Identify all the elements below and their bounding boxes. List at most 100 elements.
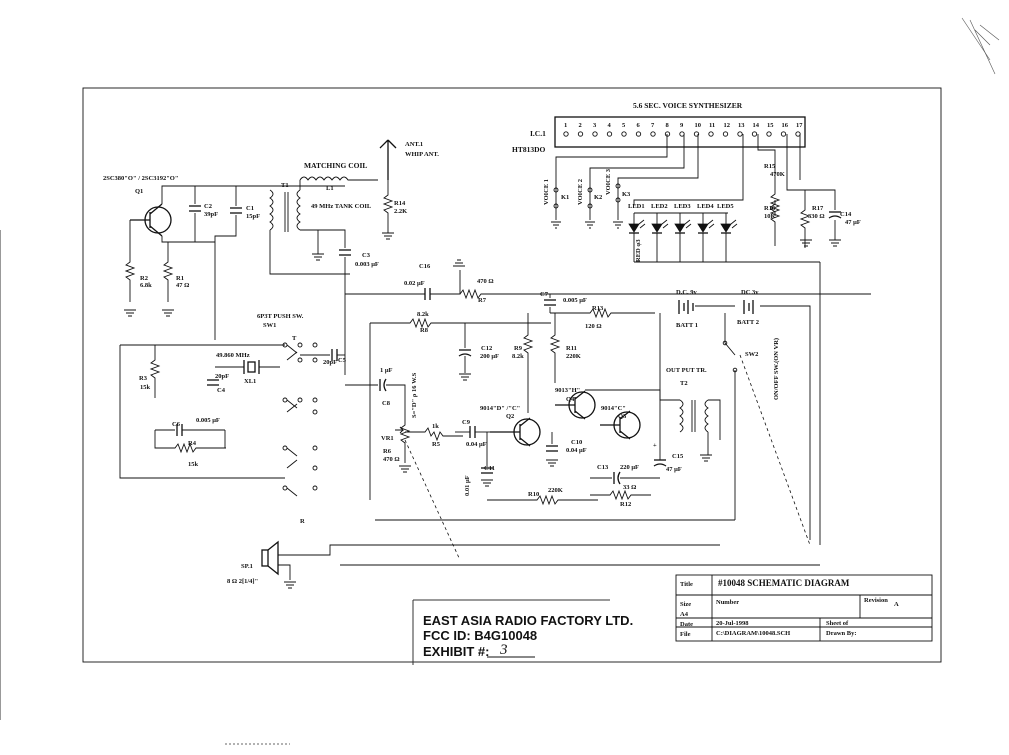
- led4-label: LED4: [697, 203, 714, 210]
- voice-keys: VOICE 1 K1 VOICE 2 K2 VOICE 3 K3: [543, 168, 631, 229]
- ic-pin-number: 14: [753, 122, 760, 129]
- ic-pin-number: 11: [709, 122, 715, 129]
- c4-label: C4: [217, 387, 226, 394]
- r10-label: R10: [528, 491, 539, 498]
- ic-pin: [722, 131, 729, 137]
- r9-value: 8.2k: [512, 353, 524, 360]
- ic-pin: [621, 131, 627, 137]
- batt1-ref: BATT 1: [676, 322, 698, 329]
- switch-lever: [286, 459, 298, 469]
- c2-value: 39pF: [204, 211, 218, 218]
- stamp-exhibit-number: 3: [499, 642, 508, 658]
- ic-pin: [577, 131, 584, 137]
- ic-pin-number: 15: [767, 122, 774, 129]
- r6-value: 470 Ω: [383, 456, 400, 463]
- key-k1-label: K1: [561, 194, 569, 201]
- tb-title-label: Title: [680, 581, 693, 588]
- gang-line-vr1: [404, 439, 461, 561]
- q2-type-label: 9014"D" /"C": [480, 405, 520, 412]
- tb-date: 20-Jul-1998: [716, 620, 749, 627]
- stamp-exhibit: EXHIBIT #:: [423, 644, 489, 659]
- tb-date-label: Date: [680, 621, 693, 628]
- ic-body: [554, 116, 806, 148]
- r7-label: R7: [478, 297, 487, 304]
- ic-pin: [592, 131, 598, 137]
- key-voice3-label: VOICE 3: [605, 168, 612, 195]
- c5-label: C5: [338, 357, 347, 364]
- onoff-label: ON/OFF SW.(ON VR): [773, 338, 780, 400]
- tb-title: #10048 SCHEMATIC DIAGRAM: [718, 578, 850, 588]
- ant-label: ANT.1: [405, 141, 423, 148]
- r10-value: 220K: [548, 487, 563, 494]
- r8-label: R8: [420, 327, 429, 334]
- vr1-label: VR1: [381, 435, 394, 442]
- tb-file-label: File: [680, 631, 691, 638]
- c1-value: 15pF: [246, 213, 260, 220]
- switch-lever: [286, 344, 298, 354]
- ic-pin: [751, 131, 758, 137]
- c3-value: 0.003 μF: [355, 261, 379, 268]
- r15-label: R15: [764, 163, 776, 170]
- switch-contact: [312, 465, 318, 471]
- q4-type-label: 9013"H": [555, 387, 580, 394]
- switch-contact: [312, 357, 318, 363]
- led-symbol: [628, 213, 646, 262]
- sp1-label: SP.1: [241, 563, 253, 570]
- switch-contact: [282, 485, 288, 491]
- audio-amplifier: 8.2k R8 C12 200 μF C7 0.005 μF R13 120 Ω…: [345, 291, 721, 508]
- switch-contact: [282, 445, 288, 451]
- speaker-symbol: [261, 549, 269, 567]
- ic-pin: [737, 131, 743, 137]
- r9-label: R9: [514, 345, 523, 352]
- led-bank: LED1 LED2 LED3 LED4 LED5 RED φ3: [628, 203, 820, 263]
- r13-label: R13: [592, 305, 604, 312]
- c15-value: 47 μF: [666, 466, 682, 473]
- ic-pin-number: 7: [651, 122, 655, 129]
- ic-pin: [664, 131, 671, 137]
- c13-label: C13: [597, 464, 609, 471]
- r12-label: R12: [620, 501, 631, 508]
- ic-support-parts: R15 470K R16 10K R17 330 Ω C14 47 μF: [764, 163, 861, 545]
- c8-value: 1 μF: [380, 367, 393, 374]
- r12-value: 33 Ω: [623, 484, 636, 491]
- ic-pin-number: 13: [738, 122, 745, 129]
- ic-pin-number: 17: [796, 122, 803, 129]
- tb-drawn-label: Drawn By:: [826, 630, 857, 637]
- batt1-label: D.C. 9v: [676, 289, 698, 296]
- xl1-label: XL1: [244, 378, 256, 385]
- ic-pin: [708, 131, 714, 137]
- ic-pin-number: 3: [593, 122, 597, 129]
- l1-label: L1: [326, 185, 334, 192]
- tank-coil-label: 49 MHz TANK COIL: [311, 203, 372, 210]
- c10-label: C10: [571, 439, 582, 446]
- r8-value: 8.2k: [417, 311, 429, 318]
- xtal-symbol: [247, 361, 256, 373]
- ic-pin: [795, 131, 801, 137]
- led-symbol: [697, 213, 715, 262]
- power-feed: C16 0.02 μF 470 Ω R7: [345, 259, 871, 304]
- tb-size-label: Size: [680, 601, 691, 608]
- r11-value: 220K: [566, 353, 581, 360]
- switch-lever: [286, 399, 298, 409]
- led-symbol: [720, 213, 738, 262]
- ic-pin: [650, 131, 656, 137]
- c16-label: C16: [419, 263, 431, 270]
- ic-pin-number: 6: [637, 122, 641, 129]
- switch-contact: [282, 397, 288, 403]
- ic-pin: [563, 131, 569, 137]
- switch-contact: [312, 409, 318, 415]
- led-symbol: [674, 213, 692, 262]
- ic-pin-number: 1: [564, 122, 567, 129]
- gang-line-sw2: [739, 354, 811, 546]
- switch-contact: [312, 445, 318, 451]
- c14-value: 47 μF: [845, 219, 861, 226]
- switch-contact: [312, 397, 318, 403]
- sw2-label: SW2: [745, 351, 758, 358]
- q2-label: Q2: [506, 413, 514, 420]
- sw1-t-label: T: [292, 335, 297, 342]
- c9-value: 0.04 μF: [466, 441, 487, 448]
- r2-label: R2: [140, 275, 148, 282]
- stamp-fcc-id: FCC ID: B4G10048: [423, 628, 537, 643]
- r16-label: R16: [764, 205, 776, 212]
